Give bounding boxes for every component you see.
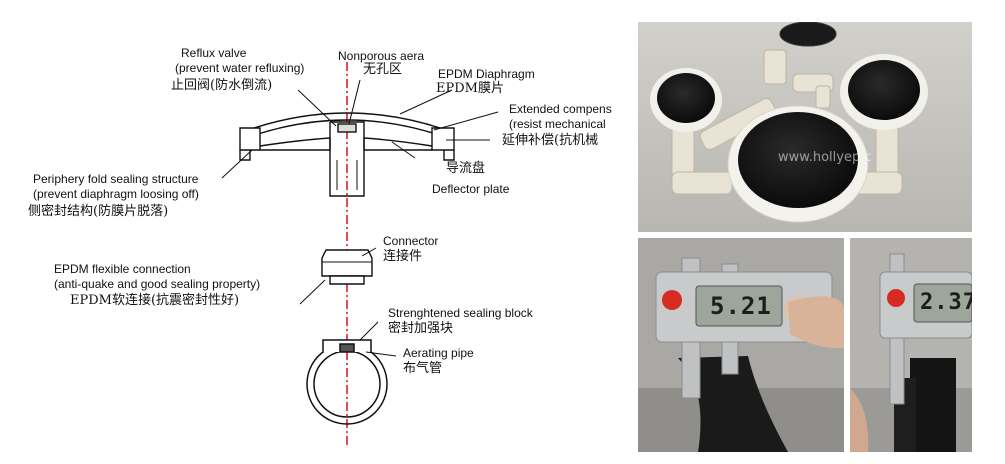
- diffuser-body: [239, 112, 455, 197]
- diffuser-diagram: [221, 62, 499, 448]
- connector-shape: [321, 249, 373, 285]
- reflux-label-en: Reflux valve: [181, 46, 247, 60]
- periphery-label-en: Periphery fold sealing structure: [33, 172, 199, 186]
- aerating-pipe-label-cn: 布气管: [403, 361, 443, 376]
- extended-label-cn: 延伸补偿(抗机械: [502, 133, 599, 148]
- caliper-2-reading: 2.37: [920, 290, 972, 315]
- flex-connection-label-en-sub: (anti-quake and good sealing property): [54, 277, 261, 291]
- deflector-label-cn: 导流盘: [446, 161, 486, 176]
- sealing-block-label-en: Strenghtened sealing block: [388, 306, 533, 320]
- deflector-label-en: Deflector plate: [432, 182, 510, 196]
- extended-label-en: Extended compens: [509, 102, 612, 116]
- epdm-diaphragm-label-cn: EPDM膜片: [436, 81, 504, 96]
- nonporous-label-en: Nonporous aera: [338, 49, 425, 63]
- periphery-label-cn: 侧密封结构(防膜片脱落): [28, 204, 169, 219]
- caliper-photo-2: 2.37: [850, 238, 972, 452]
- reflux-label-en-sub: (prevent water refluxing): [175, 61, 305, 75]
- caliper-photo-1: 5.21: [638, 238, 844, 452]
- epdm-diaphragm-label-en: EPDM Diaphragm: [438, 67, 535, 81]
- nonporous-label-cn: 无孔区: [363, 62, 403, 77]
- aerating-pipe-shape: [306, 339, 388, 425]
- diffuser-product-photo: www.hollyep.c: [638, 22, 972, 232]
- connector-label-cn: 连接件: [383, 249, 423, 264]
- leader-lines: [221, 79, 499, 357]
- sealing-block-label-cn: 密封加强块: [388, 321, 454, 336]
- watermark-text: www.hollyep.c: [778, 150, 872, 165]
- aerating-pipe-label-en: Aerating pipe: [403, 346, 474, 360]
- reflux-label-cn: 止回阀(防水倒流): [171, 78, 273, 93]
- connector-label-en: Connector: [383, 234, 439, 248]
- extended-label-en-sub: (resist mechanical: [509, 117, 606, 131]
- periphery-label-en-sub: (prevent diaphragm loosing off): [33, 187, 199, 201]
- flex-connection-label-cn: EPDM软连接(抗震密封性好): [70, 293, 240, 308]
- caliper-1-reading: 5.21: [710, 292, 772, 320]
- flex-connection-label-en: EPDM flexible connection: [54, 262, 191, 276]
